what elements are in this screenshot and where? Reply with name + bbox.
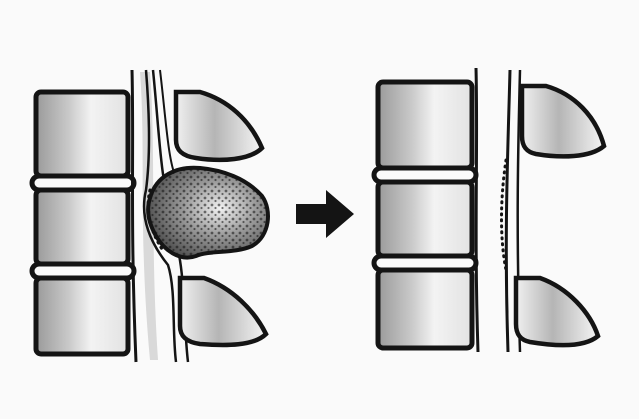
vertebral-body [36,92,128,176]
vertebral-body [36,190,128,264]
panel-before [32,70,268,362]
vertebral-body [378,182,472,256]
vertebral-body [378,82,472,168]
vertebral-body [378,270,472,348]
canal-anterior-line [476,68,478,352]
vertebral-body [36,278,128,354]
